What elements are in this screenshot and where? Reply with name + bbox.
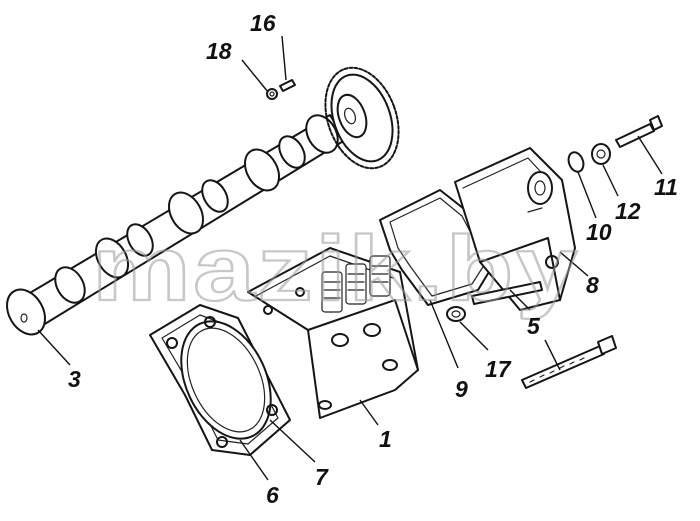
part-labels: 1 3 5 6 7 8 9 10 11 12 16 17 18	[68, 10, 678, 508]
label-17: 17	[485, 356, 512, 382]
label-18: 18	[206, 38, 232, 64]
cylinder-head-cover	[454, 147, 576, 311]
long-bolt-upper	[471, 281, 543, 305]
label-11: 11	[654, 174, 678, 200]
washer-12	[591, 143, 611, 165]
label-8: 8	[586, 272, 599, 298]
label-12: 12	[615, 198, 641, 224]
label-3: 3	[68, 366, 81, 392]
leader-lines	[37, 35, 663, 481]
label-16: 16	[250, 10, 276, 36]
cover-gasket	[379, 189, 496, 306]
bolt-11	[615, 115, 663, 148]
cylinder-head	[247, 247, 419, 419]
head-gasket	[149, 304, 291, 456]
label-6: 6	[266, 482, 279, 508]
watermark-text: mazik.by	[92, 218, 580, 320]
label-9: 9	[455, 376, 468, 402]
small-bolt-and-washer	[266, 79, 296, 100]
long-bolt-lower	[521, 335, 617, 389]
label-10: 10	[586, 219, 612, 245]
seal-washer-10	[567, 151, 585, 173]
label-7: 7	[315, 464, 329, 490]
label-1: 1	[379, 426, 392, 452]
label-5: 5	[527, 313, 541, 339]
camshaft	[6, 66, 400, 336]
washer-17	[446, 306, 466, 322]
